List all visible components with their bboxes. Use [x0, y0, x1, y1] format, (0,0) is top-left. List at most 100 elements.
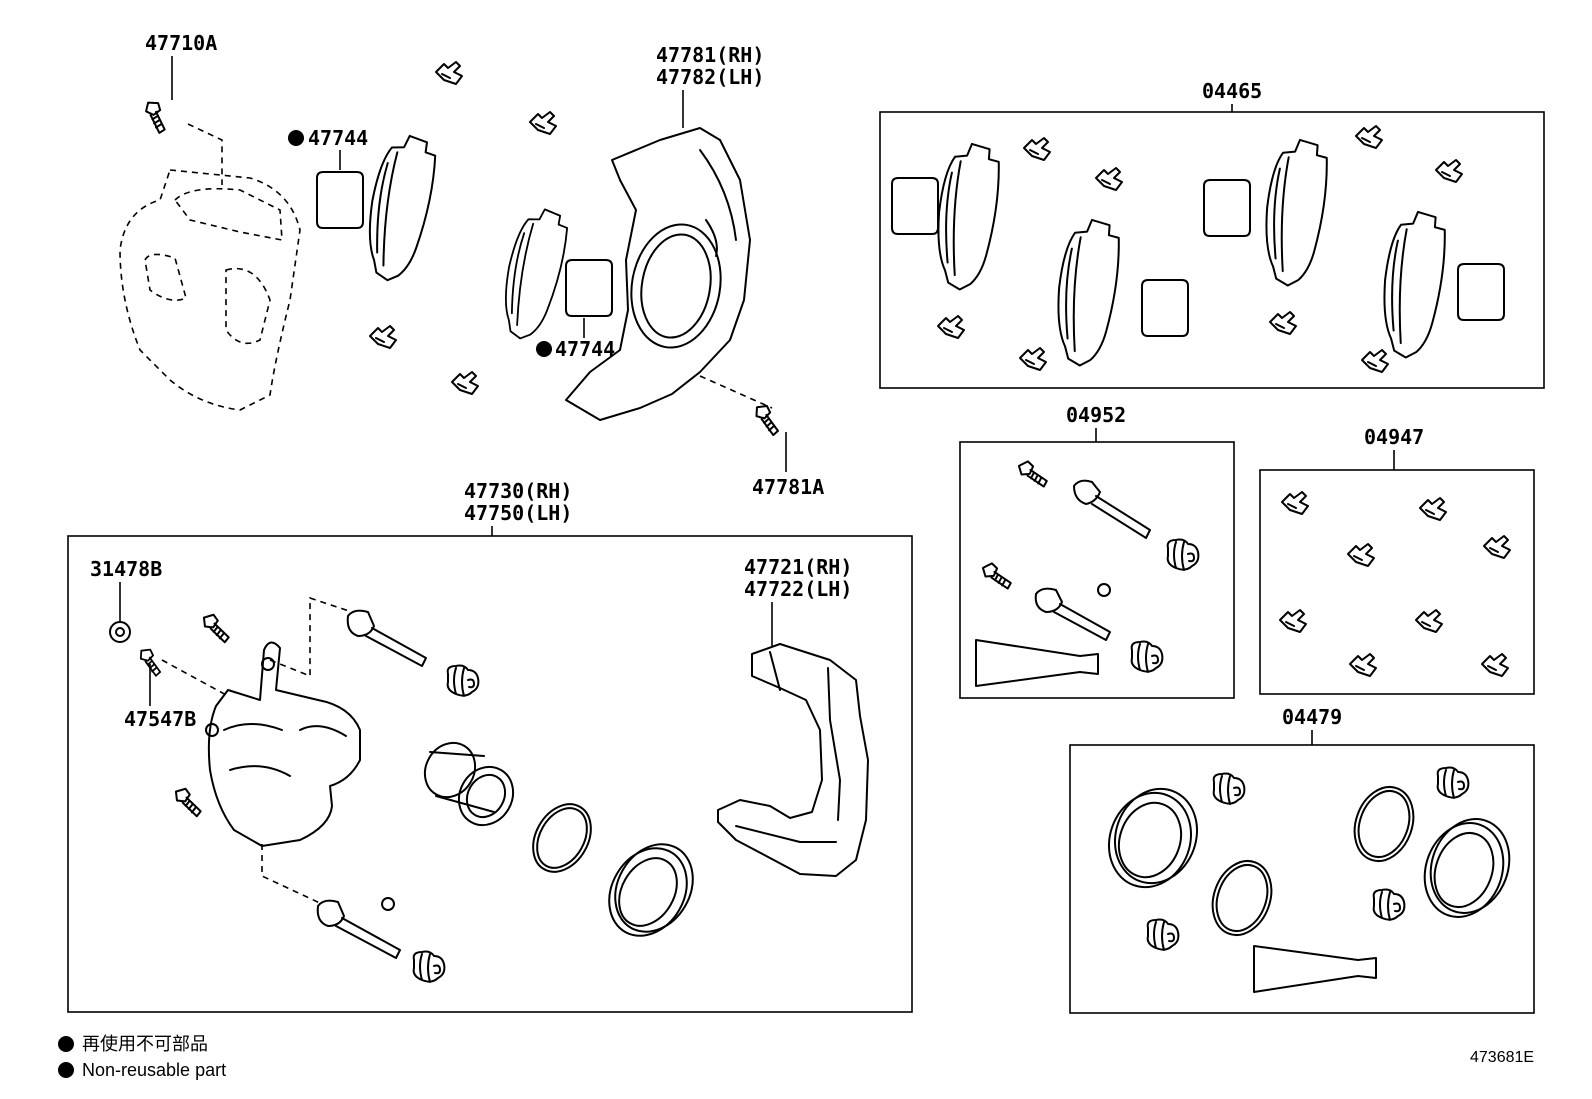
brake-pad [1260, 137, 1331, 289]
label-04479: 04479 [1282, 705, 1342, 729]
pad-clip [1355, 125, 1383, 149]
o-ring [532, 803, 592, 873]
piston-seal [1107, 787, 1199, 889]
shim-plate [1203, 179, 1251, 237]
pad-clip [1481, 653, 1509, 677]
seal-kit-04479-contents [1107, 766, 1511, 993]
kit-box-04952 [959, 441, 1235, 699]
guide-pin [1073, 479, 1151, 539]
pad-clip [1435, 159, 1463, 183]
shim-plate [565, 259, 613, 317]
pad-clip [1279, 609, 1307, 633]
pad-kit-04465-contents [891, 125, 1505, 373]
pad-clip [529, 111, 557, 135]
shim-plate [316, 171, 364, 229]
grease-tube [1253, 945, 1377, 993]
pad-kit-box-04465 [879, 111, 1545, 389]
label-47781A: 47781A [752, 475, 824, 499]
brake-pad [1378, 209, 1449, 361]
label-04465: 04465 [1202, 79, 1262, 103]
brake-pad [1052, 217, 1123, 369]
caliper-assembly-box [67, 535, 913, 1013]
o-ring [1211, 860, 1273, 936]
label-04947: 04947 [1364, 425, 1424, 449]
pad-clip [1269, 311, 1297, 335]
label-47547B: 47547B [124, 707, 196, 731]
brake-pad [360, 131, 440, 286]
bolt-icon [748, 401, 787, 438]
brake-pad [496, 204, 572, 345]
brake-pad [932, 141, 1003, 293]
label-47722-lh: 47722(LH) [744, 577, 852, 601]
pin-boot [1166, 538, 1200, 571]
pad-clip [1415, 609, 1443, 633]
pad-clip [1349, 653, 1377, 677]
pad-clip [1023, 137, 1051, 161]
clip-kit-box-04947 [1259, 469, 1535, 695]
bolt-icon [979, 561, 1015, 590]
shim-plate [1457, 263, 1505, 321]
pad-clip [1019, 347, 1047, 371]
pad-clip [937, 315, 965, 339]
seal-kit-box-04479 [1069, 744, 1535, 1014]
label-47744-lower: 47744 [555, 337, 615, 361]
dashed-guide [161, 659, 229, 697]
label-31478B: 31478B [90, 557, 162, 581]
dashed-guide [261, 844, 323, 905]
pin-boot [412, 950, 446, 983]
non-reusable-marker-icon [536, 341, 552, 357]
pin-boot [446, 664, 480, 697]
pad-clip [1281, 491, 1309, 515]
piston-seal [608, 843, 694, 937]
label-04952: 04952 [1066, 403, 1126, 427]
pad-clip [451, 371, 479, 395]
pin-boot [1372, 888, 1406, 921]
clip-kit-04947-contents [1279, 491, 1511, 677]
legend-marker-icon [58, 1036, 74, 1052]
grease-tube [975, 639, 1099, 687]
bolt-icon [1015, 459, 1051, 488]
pin-boot [1212, 772, 1246, 805]
guide-pin [316, 899, 401, 959]
diagram-reference-number: 473681E [1470, 1049, 1534, 1066]
label-47730-rh: 47730(RH) [464, 479, 572, 503]
bolt-icon [169, 785, 208, 818]
legend-english: Non-reusable part [82, 1060, 226, 1080]
shim-plate [891, 177, 939, 235]
label-47782-lh: 47782(LH) [656, 65, 764, 89]
bushing [381, 897, 395, 911]
dashed-guide [269, 596, 353, 678]
label-47750-lh: 47750(LH) [464, 501, 572, 525]
pin-boot [1436, 766, 1470, 799]
guide-pin [1034, 587, 1111, 641]
kit-04952-contents [975, 459, 1200, 687]
dashed-guide [699, 375, 773, 409]
pad-clip [435, 61, 463, 85]
legend-japanese: 再使用不可部品 [82, 1034, 208, 1054]
caliper-body [205, 641, 361, 847]
label-47781-rh: 47781(RH) [656, 43, 764, 67]
pad-clip [1419, 497, 1447, 521]
caliper-piston [423, 741, 515, 827]
bolt-icon [136, 97, 176, 136]
bushing [1097, 583, 1111, 597]
guide-pin [346, 609, 427, 667]
pin-boot [1146, 918, 1180, 951]
o-ring [1353, 786, 1415, 862]
legend-marker-icon [58, 1062, 74, 1078]
shim-plate [1141, 279, 1189, 337]
pad-clip [1361, 349, 1389, 373]
pad-clip [369, 325, 397, 349]
piston-seal [1423, 818, 1511, 918]
pad-clip [1483, 535, 1511, 559]
disc-dust-cover [565, 127, 751, 421]
dashed-guide [187, 123, 223, 185]
caliper-mounting-bracket [717, 643, 869, 877]
label-47721-rh: 47721(RH) [744, 555, 852, 579]
pin-boot [1130, 640, 1164, 673]
label-47710A: 47710A [145, 31, 217, 55]
bolt-icon [197, 611, 236, 644]
label-47744-upper: 47744 [308, 126, 368, 150]
bleeder-cap [109, 621, 131, 643]
